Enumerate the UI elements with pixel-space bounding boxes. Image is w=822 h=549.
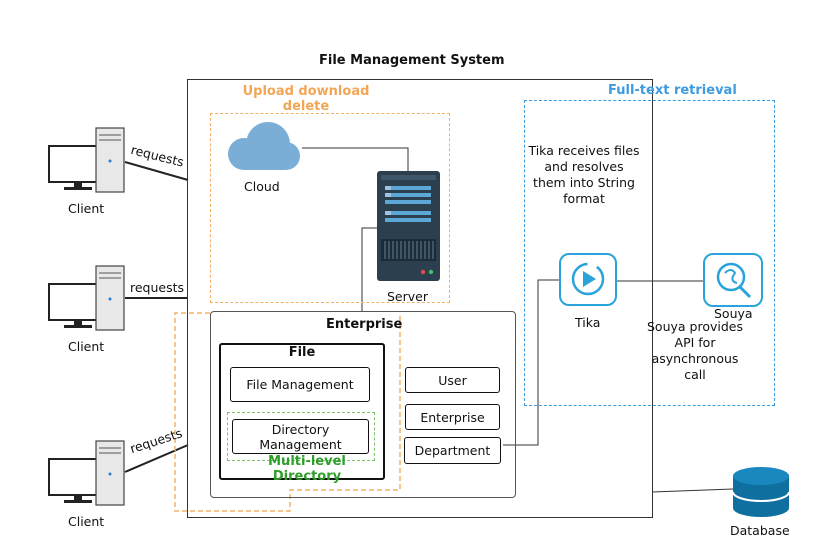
tika-icon [559, 253, 617, 306]
file-management-system-boundary [187, 79, 653, 518]
file-management-box: File Management [230, 367, 370, 402]
enterprise-container [210, 311, 516, 498]
client-label-3: Client [68, 514, 105, 529]
souya-label: Souya [714, 306, 753, 321]
department-tika-line [503, 279, 560, 446]
upload-region-label: Upload download delete [242, 84, 370, 114]
multilevel-directory-label: Multi-level Directory [268, 454, 346, 484]
client-computer-icon [48, 440, 125, 506]
cloud-icon [228, 122, 300, 170]
client-computer-icon [48, 265, 125, 331]
file-container-label: File [288, 345, 316, 360]
diagram-title: File Management System [319, 53, 505, 68]
client-label-2: Client [68, 339, 105, 354]
fulltext-region-label: Full-text retrieval [608, 83, 737, 98]
database-icon [732, 467, 790, 517]
cloud-server-line [302, 147, 409, 172]
department-box: Department [404, 437, 501, 464]
client-computer-icon [48, 127, 125, 193]
server-icon [377, 171, 440, 281]
enterprise-box: Enterprise [405, 404, 500, 430]
system-database-line [651, 488, 734, 493]
user-box: User [405, 367, 500, 393]
server-enterprise-line [361, 227, 377, 311]
request-label-2: requests [130, 280, 185, 295]
client-label-1: Client [68, 201, 105, 216]
souya-icon [703, 253, 763, 307]
upload-region [210, 113, 450, 303]
cloud-label: Cloud [244, 179, 280, 194]
souya-note: Souya provides API for asynchronous call [647, 319, 743, 382]
multilevel-directory-region [227, 412, 375, 461]
file-container [219, 343, 385, 480]
request-line-3 [124, 444, 189, 473]
tika-note: Tika receives files and resolves them in… [528, 143, 640, 206]
directory-management-box: Directory Management [232, 419, 369, 454]
database-label: Database [730, 523, 790, 538]
request-line-1 [124, 161, 189, 181]
server-label: Server [387, 289, 428, 304]
tika-label: Tika [575, 315, 601, 330]
enterprise-container-label: Enterprise [326, 317, 403, 332]
fulltext-region [524, 100, 775, 406]
